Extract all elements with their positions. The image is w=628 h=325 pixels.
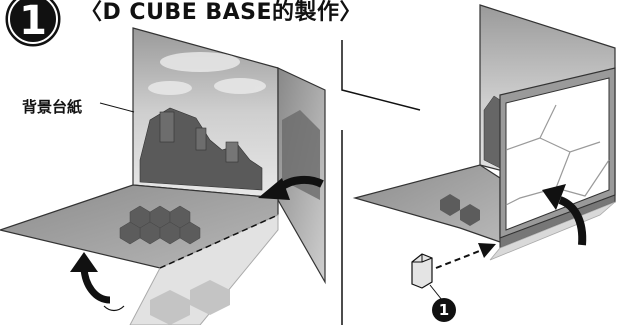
dashed-arrow-right-icon: [436, 243, 496, 268]
curved-arrow-up-icon: [70, 252, 124, 311]
step-number: 1: [8, 0, 58, 46]
right-castle-art: [484, 96, 500, 168]
callout-leader-line: [100, 103, 134, 112]
clip-part: [412, 254, 432, 288]
right-floor-board: [355, 165, 500, 242]
right-panel: [355, 5, 615, 300]
background-board-label: 背景台紙: [22, 96, 82, 117]
left-panel: [0, 28, 325, 325]
panel-divider: [342, 40, 420, 325]
part-number-badge: 1: [432, 298, 456, 322]
page-title: 〈D CUBE BASE的製作〉: [80, 0, 362, 18]
